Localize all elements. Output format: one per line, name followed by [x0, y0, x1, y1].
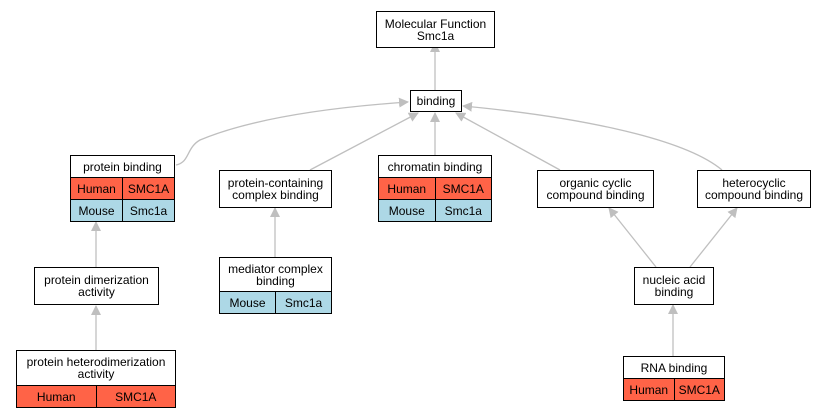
mouse-row: Mouse Smc1a: [220, 291, 331, 313]
node-title: nucleic acid binding: [642, 273, 706, 299]
gene-label: Smc1a: [434, 200, 492, 221]
gene-label: SMC1A: [95, 386, 176, 407]
gene-label: Smc1a: [275, 292, 331, 313]
node-protein-heterodimerization-activity[interactable]: protein heterodimerization activity Huma…: [16, 350, 176, 408]
node-title: heterocyclic compound binding: [704, 176, 804, 202]
node-molecular-function[interactable]: Molecular Function Smc1a: [376, 11, 495, 48]
node-organic-cyclic-compound-binding[interactable]: organic cyclic compound binding: [537, 170, 654, 208]
human-row: Human SMC1A: [17, 385, 175, 407]
node-title: Molecular Function Smc1a: [384, 16, 487, 43]
node-protein-binding[interactable]: protein binding Human SMC1A Mouse Smc1a: [70, 155, 175, 222]
edge-complex-to-binding: [309, 112, 419, 171]
edge-nucleic-to-hetero: [689, 207, 738, 268]
gene-label: SMC1A: [434, 178, 492, 199]
mouse-row: Mouse Smc1a: [379, 199, 491, 221]
node-title: RNA binding: [640, 360, 708, 375]
edge-organic-to-binding: [455, 112, 561, 171]
species-label: Human: [77, 181, 116, 196]
node-title: organic cyclic compound binding: [546, 176, 645, 202]
human-row: Human SMC1A: [624, 378, 724, 400]
gene-label: SMC1A: [122, 178, 174, 199]
edge-nucleic-to-organic: [608, 207, 657, 268]
node-chromatin-binding[interactable]: chromatin binding Human SMC1A Mouse Smc1…: [378, 155, 492, 222]
node-title: protein dimerization activity: [44, 273, 149, 299]
human-row: Human SMC1A: [379, 177, 491, 199]
node-protein-dimerization-activity[interactable]: protein dimerization activity: [34, 267, 159, 305]
node-title: mediator complex binding: [228, 261, 323, 288]
species-label: Human: [387, 181, 427, 196]
node-nucleic-acid-binding[interactable]: nucleic acid binding: [634, 267, 714, 305]
node-title: binding: [416, 94, 456, 108]
node-title: chromatin binding: [387, 159, 483, 174]
mouse-row: Mouse Smc1a: [71, 199, 174, 221]
edge-hetero-to-binding: [462, 101, 723, 171]
species-label: Human: [36, 389, 76, 404]
node-title: protein-containing complex binding: [227, 176, 324, 202]
node-mediator-complex-binding[interactable]: mediator complex binding Mouse Smc1a: [219, 257, 332, 314]
human-row: Human SMC1A: [71, 177, 174, 199]
gene-label: Smc1a: [122, 200, 174, 221]
gene-label: SMC1A: [673, 379, 725, 400]
edge-protein-to-binding: [175, 97, 409, 166]
node-title: protein binding: [83, 159, 162, 174]
node-title: protein heterodimerization activity: [26, 355, 166, 381]
species-label: Mouse: [229, 295, 266, 310]
node-binding[interactable]: binding: [410, 90, 462, 112]
species-label: Mouse: [78, 203, 115, 218]
node-heterocyclic-compound-binding[interactable]: heterocyclic compound binding: [697, 170, 811, 208]
species-label: Human: [629, 382, 669, 397]
node-protein-containing-complex-binding[interactable]: protein-containing complex binding: [219, 170, 332, 208]
node-rna-binding[interactable]: RNA binding Human SMC1A: [623, 356, 725, 401]
species-label: Mouse: [388, 203, 425, 218]
